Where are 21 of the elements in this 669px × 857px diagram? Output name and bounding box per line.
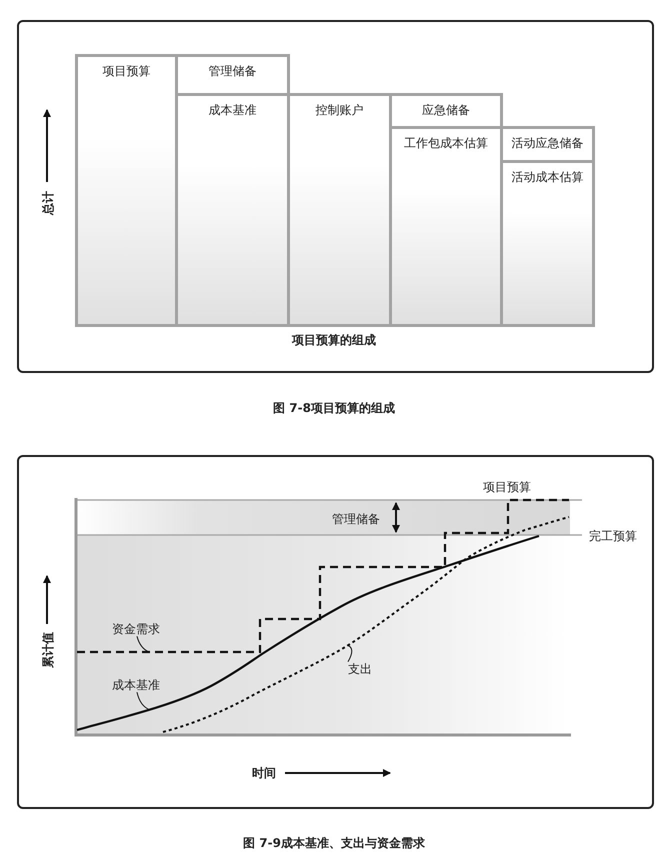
- budget-block: 活动成本估算: [500, 160, 595, 327]
- curve-label: 资金需求: [112, 622, 160, 636]
- leader-line: [136, 636, 150, 652]
- leader-line: [136, 692, 150, 710]
- axis-label: 时间: [252, 766, 276, 780]
- figure-caption: 图 7-8项目预算的组成: [273, 400, 395, 416]
- figure-caption: 图 7-9成本基准、支出与资金需求: [243, 836, 425, 850]
- axis-label: 总计: [40, 191, 56, 215]
- axis-label: 累计值: [40, 632, 56, 668]
- budget-block: 管理储备: [175, 54, 290, 96]
- budget-block: 应急储备: [389, 93, 503, 129]
- budget-block: 活动应急储备: [500, 126, 595, 163]
- curve-label: 支出: [348, 662, 372, 676]
- budget-block: 项目预算: [75, 54, 178, 327]
- axis-label: 项目预算的组成: [292, 332, 376, 348]
- band-label: 管理储备: [332, 512, 380, 526]
- line-label: 项目预算: [483, 480, 531, 494]
- leader-line: [346, 644, 352, 662]
- budget-block: 控制账户: [287, 93, 392, 327]
- line-label: 完工预算: [589, 528, 637, 544]
- curve-label: 成本基准: [112, 678, 160, 692]
